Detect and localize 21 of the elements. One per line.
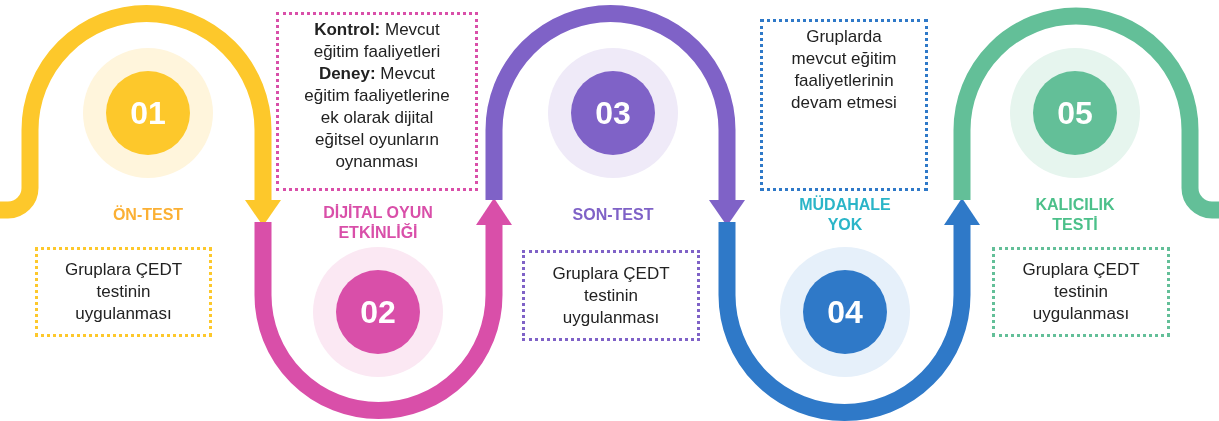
- step-number: 04: [803, 270, 887, 354]
- step-title: DİJİTAL OYUN ETKİNLİĞİ: [322, 203, 434, 243]
- description-box: [522, 250, 700, 341]
- description-box: [35, 247, 212, 337]
- step-title: ÖN-TEST: [111, 205, 185, 225]
- description-box: [276, 12, 478, 191]
- step-title: KALICILIK TESTİ: [1034, 195, 1116, 235]
- step-title: MÜDAHALE YOK: [798, 195, 892, 235]
- step-number: 03: [571, 71, 655, 155]
- step-title: SON-TEST: [571, 205, 655, 225]
- step-number: 02: [336, 270, 420, 354]
- step-number: 05: [1033, 71, 1117, 155]
- description-text: Gruplara ÇEDT testinin uygulanması: [1021, 259, 1141, 325]
- step-number: 01: [106, 71, 190, 155]
- description-text: Deney: Mevcut eğitim faaliyetlerine ek olarak dijital eğitsel oyunların oynanması: [303, 63, 451, 173]
- description-text: Gruplara ÇEDT testinin uygulanması: [63, 259, 184, 325]
- description-text: Gruplarda mevcut eğitim faaliyetlerinin devam etmesi: [790, 26, 898, 114]
- description-box: [992, 247, 1170, 337]
- description-text: Gruplara ÇEDT testinin uygulanması: [551, 262, 671, 329]
- description-text: Kontrol: Mevcut eğitim faaliyetleri: [312, 19, 442, 63]
- description-box: [760, 19, 928, 191]
